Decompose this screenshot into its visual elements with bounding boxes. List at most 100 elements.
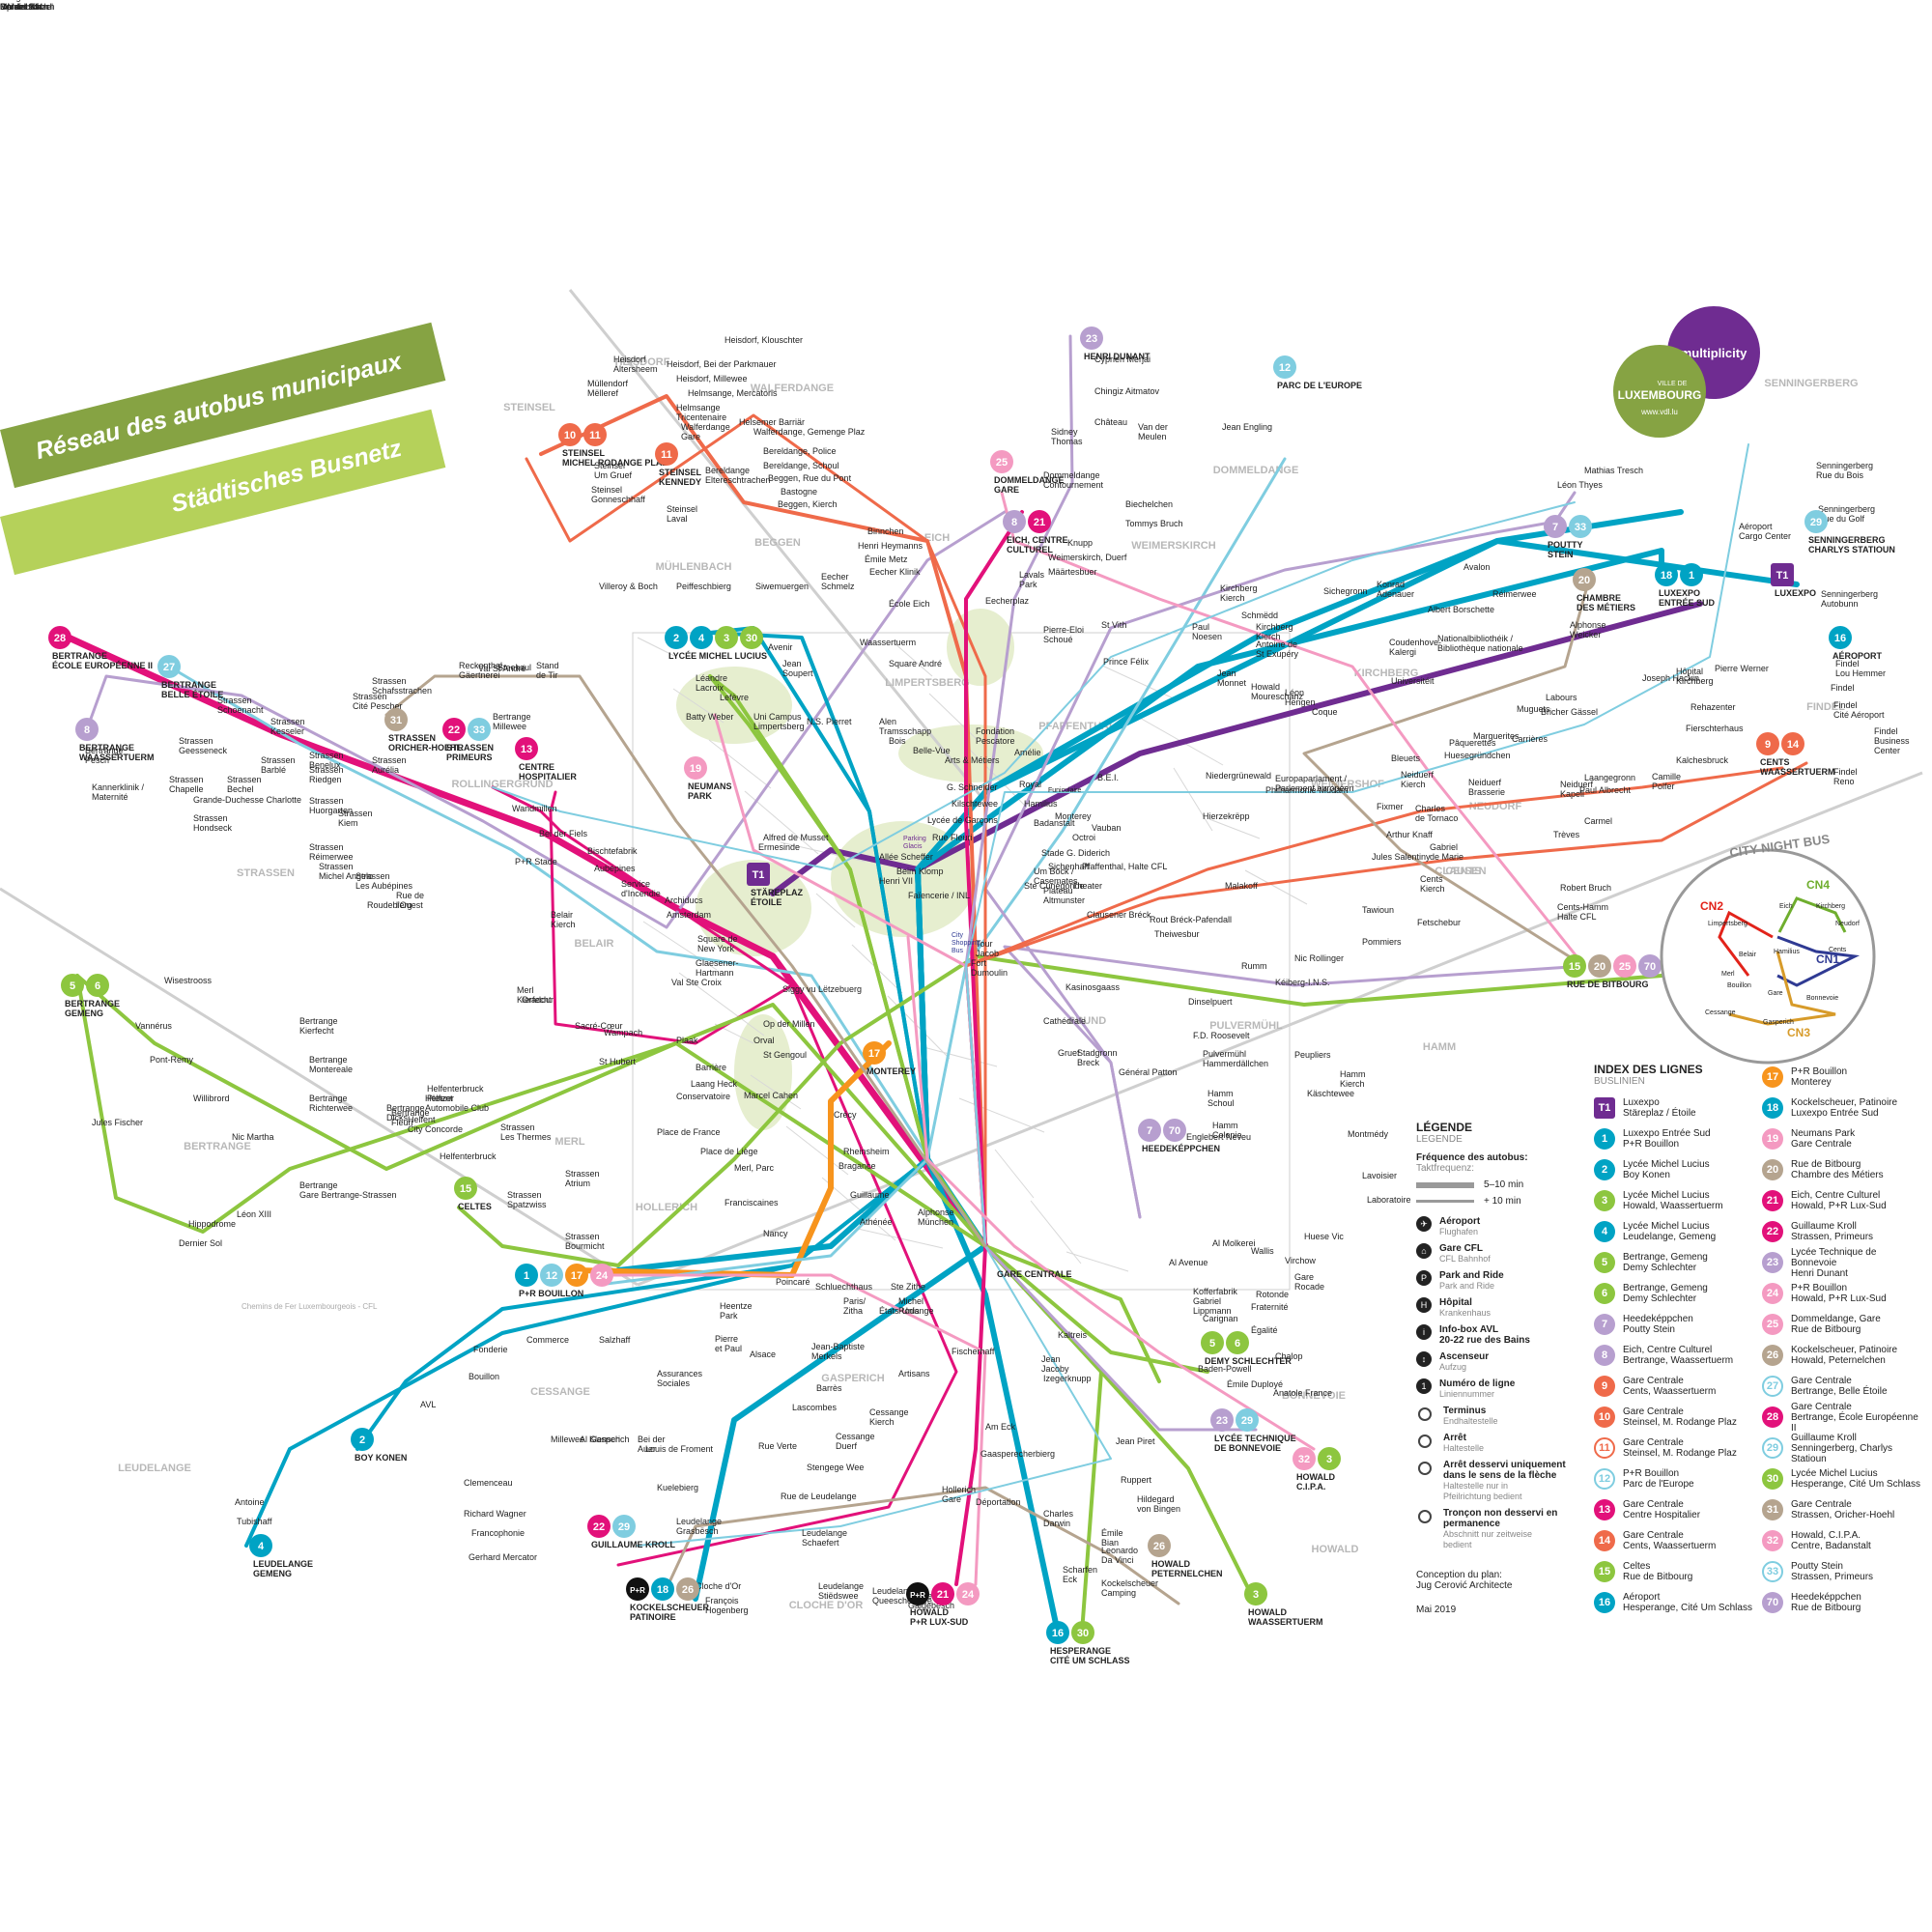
line-badge-1[interactable] [1680,563,1703,586]
line-badge-22[interactable] [587,1515,611,1538]
line-badge-29[interactable] [1236,1408,1259,1432]
line-badge-29[interactable] [612,1515,636,1538]
line-badge-11[interactable] [655,442,678,466]
route-line-10[interactable] [525,413,987,1248]
line-badge-t1[interactable] [747,863,770,886]
line-badge-24[interactable] [590,1264,613,1287]
line-badge-1[interactable] [515,1264,538,1287]
route-line-4[interactable] [244,631,929,1548]
line-badge-5[interactable] [61,974,84,997]
line-badge-2[interactable] [665,626,688,649]
line-badge-30[interactable] [740,626,763,649]
line-badge-21[interactable] [931,1582,954,1605]
line-badge-16[interactable] [1046,1621,1069,1644]
route-line-1[interactable] [615,548,1664,1273]
route-line-21[interactable] [954,510,1024,1586]
line-badge-2[interactable] [351,1428,374,1451]
line-badge-7[interactable] [1138,1119,1161,1142]
line-badge-17[interactable] [565,1264,588,1287]
line-badge-22[interactable] [442,718,466,741]
line-badge-18[interactable] [1655,563,1678,586]
line-badge-14[interactable] [1781,732,1804,755]
route-line-32[interactable] [906,935,1316,1451]
route-line-8[interactable] [85,510,1007,929]
line-badge-8[interactable] [75,718,99,741]
line-badge-31[interactable] [384,708,408,731]
line-badge-20[interactable] [1588,954,1611,978]
line-badge-33[interactable] [1569,515,1592,538]
route-line-29[interactable] [637,443,1749,1547]
line-badge-26[interactable] [1148,1534,1171,1557]
route-line-70[interactable] [1003,945,1586,1219]
line-badge-3[interactable] [715,626,738,649]
line-badge-12[interactable] [1273,355,1296,379]
route-line-12[interactable] [597,457,1287,1287]
route-line-31[interactable] [384,674,987,1248]
route-line-15[interactable] [457,954,1663,1267]
line-badge-4[interactable] [249,1534,272,1557]
line-badge-20[interactable] [1573,568,1596,591]
route-line-27[interactable] [167,665,987,1248]
route-line-26[interactable] [667,1486,1180,1605]
line-badge-70[interactable] [1163,1119,1186,1142]
line-badge-pr[interactable] [626,1577,649,1601]
line-badge-25[interactable] [1613,954,1636,978]
route-line-22[interactable] [491,785,958,1567]
line-badge-pr[interactable] [906,1582,929,1605]
line-badge-30[interactable] [1071,1621,1094,1644]
line-badge-8[interactable] [1003,510,1026,533]
line-badge-24[interactable] [956,1582,980,1605]
line-badge-12[interactable] [540,1264,563,1287]
line-badge-5[interactable] [1201,1331,1224,1354]
route-line-5[interactable] [75,974,1161,1383]
line-badge-3[interactable] [1244,1582,1267,1605]
